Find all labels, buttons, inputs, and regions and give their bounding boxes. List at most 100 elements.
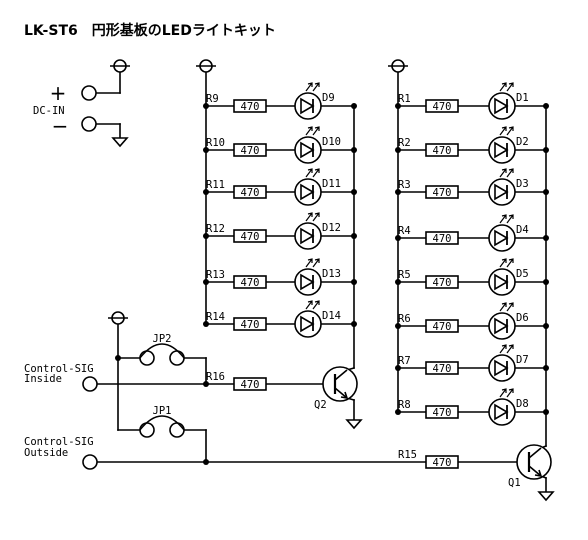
transistor-label: Q1 [508,477,521,489]
ground-icon [111,137,129,148]
junction-dot [395,409,401,415]
junction-dot [543,189,549,195]
resistor-body [425,185,459,199]
junction-dot [543,147,549,153]
light-arrow [499,302,507,312]
junction-dot [203,103,209,109]
ground-icon [537,491,555,502]
light-arrow [499,344,507,354]
junction-dot [395,103,401,109]
led-icon [488,126,516,164]
terminal-icon [82,454,98,470]
transistor-emitter [334,387,348,399]
junction-dot [395,147,401,153]
resistor-body [425,275,459,289]
junction-dot [203,279,209,285]
led-label: D7 [516,354,529,366]
led-icon [488,82,516,120]
resistor-value: 470 [241,379,260,391]
resistor-label: R4 [398,225,411,237]
diode-triangle [300,183,315,201]
light-arrow [499,168,507,178]
resistor-body [425,405,459,419]
resistor-value: 470 [433,145,452,157]
minus-sign: − [52,114,69,138]
resistor-value: 470 [241,277,260,289]
resistor-body [233,185,267,199]
light-arrow [506,388,514,398]
light-arrow [312,82,320,92]
resistor-label: R11 [206,179,225,191]
light-arrow [305,168,313,178]
led-icon [488,388,516,426]
transistor-label: Q2 [314,399,327,411]
led-label: D1 [516,92,529,104]
resistor-body [425,99,459,113]
light-arrow [506,82,514,92]
dc-in-label: DC-IN [33,105,65,117]
led-icon [294,126,322,164]
jumper-pad [169,422,185,438]
led-label: D6 [516,312,529,324]
resistor-value: 470 [433,187,452,199]
diode-triangle [494,229,509,247]
resistor-body [233,143,267,157]
resistor-label: R8 [398,399,411,411]
light-arrow [305,82,313,92]
jumper-label: JP1 [153,405,172,417]
light-arrow [506,168,514,178]
jumper-bridge [139,415,185,431]
diode-triangle [494,183,509,201]
junction-dot [351,321,357,327]
resistor-label: R13 [206,269,225,281]
light-arrow [312,168,320,178]
ground-icon [345,419,363,430]
junction-dot [543,409,549,415]
junction-dot [351,147,357,153]
light-arrow [499,258,507,268]
resistor-body [233,229,267,243]
input-inside-label: Control-SIG [24,363,94,375]
resistor-label: R15 [398,449,417,461]
resistor-label: R16 [206,371,225,383]
terminal-icon [82,376,98,392]
resistor-body [233,99,267,113]
diode-triangle [494,403,509,421]
led-label: D5 [516,268,529,280]
junction-dot [395,323,401,329]
resistor-value: 470 [433,363,452,375]
light-arrow [312,300,320,310]
resistor-label: R12 [206,223,225,235]
diode-triangle [494,359,509,377]
junction-dot [203,233,209,239]
resistor-value: 470 [433,277,452,289]
light-arrow [506,258,514,268]
transistor-collector [528,447,542,459]
diode-triangle [300,315,315,333]
junction-dot [351,233,357,239]
diode-triangle [300,273,315,291]
led-label: D3 [516,178,529,190]
junction-dot [543,235,549,241]
light-arrow [506,344,514,354]
resistor-body [425,231,459,245]
led-label: D14 [322,310,341,322]
resistor-body [425,143,459,157]
jumper-label: JP2 [153,333,172,345]
resistor-value: 470 [241,231,260,243]
light-arrow [506,302,514,312]
resistor-label: R14 [206,311,225,323]
diode-triangle [494,273,509,291]
junction-dot [395,365,401,371]
led-icon [488,258,516,296]
resistor-value: 470 [433,407,452,419]
led-label: D2 [516,136,529,148]
transistor-icon [516,444,552,480]
transistor-icon [322,366,358,402]
light-arrow [499,82,507,92]
light-arrow [506,126,514,136]
terminal-icon [81,85,97,101]
junction-dot [395,189,401,195]
led-icon [488,344,516,382]
